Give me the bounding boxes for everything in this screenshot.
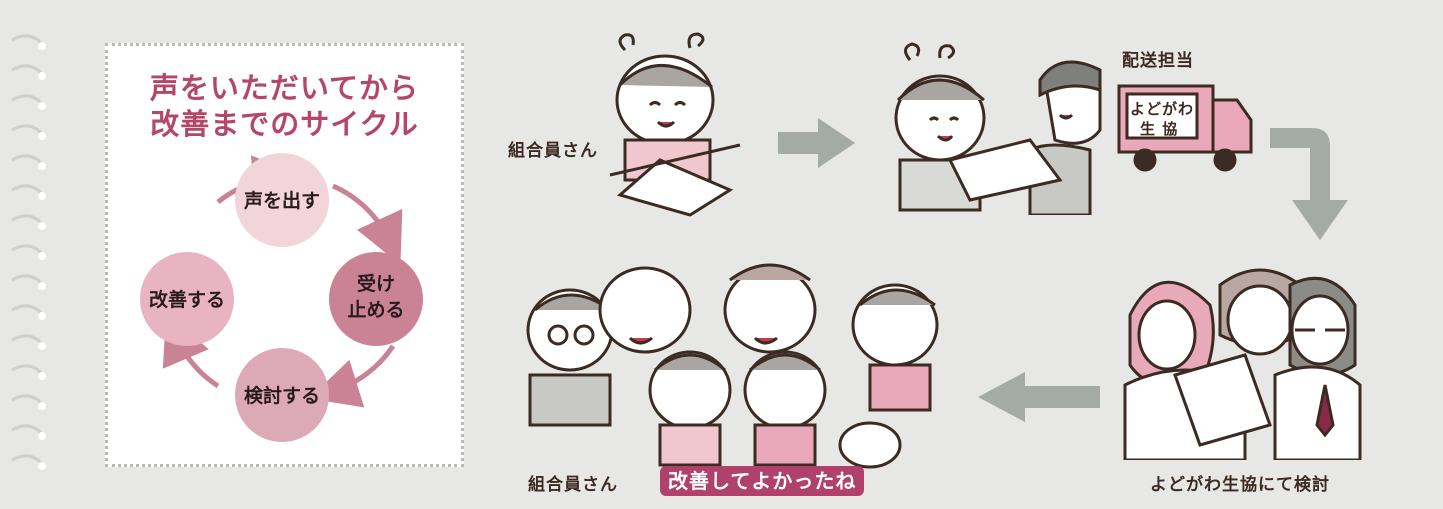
member-caption-top: 組合員さん [508, 141, 598, 161]
step-improve-label: 改善する [149, 288, 225, 311]
arrow-right-icon [778, 118, 855, 168]
review-caption: よどがわ生協にて検討 [1150, 475, 1330, 495]
step-voice-label: 声を出す [243, 189, 320, 212]
cycle-panel: 声をいただいてから 改善までのサイクル 声を出す 受け 止める 検討する 改善す… [105, 43, 464, 467]
delivery-caption: 配送担当 [1122, 51, 1194, 71]
panel-title-line2: 改善までのサイクル [150, 107, 419, 141]
truck-text-line2: 生 協 [1140, 120, 1179, 138]
truck-text-line1: よどがわ [1130, 100, 1195, 118]
arrow-bend-down-icon [1270, 128, 1348, 240]
arrow-left-icon [978, 372, 1100, 422]
cycle-circle-review [235, 348, 329, 442]
delivery-handoff-illustration [894, 42, 1102, 215]
step-receive-label-2: 止める [347, 299, 404, 321]
happy-members-illustration [526, 263, 939, 469]
cycle-arrow-ring [331, 183, 403, 265]
cycle-circle-improve [140, 252, 234, 346]
panel-title-line1: 声をいただいてから [149, 71, 420, 105]
cycle-circle-voice [235, 153, 329, 247]
delivery-truck-icon [1117, 84, 1253, 172]
step-review-label: 検討する [244, 384, 320, 407]
cycle-diagram: 声を出す 受け 止める 検討する 改善する [140, 153, 423, 442]
step-receive-label-1: 受け [357, 272, 395, 295]
cycle-arrow-ring [309, 344, 396, 408]
member-caption-bottom: 組合員さん [528, 475, 618, 495]
member-writing-illustration [609, 32, 741, 217]
cycle-circle-receive [329, 252, 423, 346]
improvement-banner: 改善してよかったね [660, 466, 865, 496]
review-meeting-illustration [1123, 268, 1362, 460]
notebook-binding [11, 34, 46, 470]
